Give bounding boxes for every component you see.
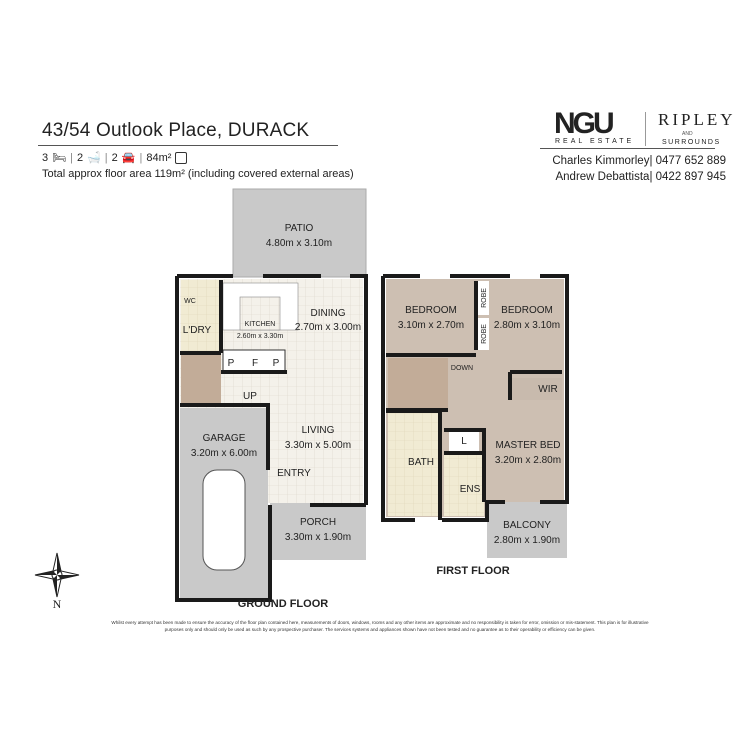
agent-phone[interactable]: 0477 652 889 bbox=[655, 155, 726, 167]
wet-area bbox=[181, 280, 221, 353]
room-label: WIR bbox=[538, 384, 557, 395]
ensuite-area bbox=[444, 455, 484, 516]
agent-name: Andrew Debattista bbox=[555, 171, 650, 183]
internal-area: 84m² bbox=[146, 151, 172, 164]
room-label: P bbox=[273, 358, 280, 369]
room-label: DINING bbox=[311, 308, 346, 319]
agent-phone[interactable]: 0422 897 945 bbox=[655, 171, 726, 183]
room-label: BATH bbox=[408, 457, 434, 468]
logo-main: NGU bbox=[554, 107, 615, 140]
partner-sub: SURROUNDS bbox=[662, 139, 721, 146]
room-label: KITCHEN bbox=[245, 321, 276, 328]
room-label: PORCH bbox=[300, 517, 336, 528]
agent-contact: Andrew Debattista| 0422 897 945 bbox=[555, 171, 726, 183]
car-icon: 🚘 bbox=[121, 152, 136, 164]
wir-area bbox=[512, 378, 562, 400]
partner-and: AND bbox=[682, 131, 693, 137]
walls bbox=[381, 274, 569, 522]
room-label: BEDROOM bbox=[501, 305, 553, 316]
car-spaces-count: 2 bbox=[111, 151, 118, 164]
walls bbox=[175, 274, 368, 602]
first-floor bbox=[381, 274, 569, 558]
north-label: N bbox=[53, 597, 62, 611]
room-label: P bbox=[228, 358, 235, 369]
balcony-area bbox=[487, 502, 567, 558]
porch-area bbox=[270, 503, 366, 560]
room-size: 2.60m x 3.30m bbox=[237, 333, 283, 340]
stairs-label: DOWN bbox=[451, 365, 473, 372]
property-address: 43/54 Outlook Place, DURACK bbox=[42, 120, 310, 141]
bed-icon: 🛏 bbox=[52, 152, 67, 164]
stairs bbox=[388, 358, 448, 410]
partner-name: RIPLEY bbox=[658, 110, 736, 129]
logo-sub: REAL ESTATE bbox=[555, 138, 635, 145]
disclaimer: Whilst every attempt has been made to en… bbox=[111, 620, 649, 632]
robe bbox=[476, 281, 489, 315]
patio-area bbox=[232, 188, 367, 278]
stairs-label: UP bbox=[243, 391, 257, 402]
divider bbox=[38, 145, 338, 146]
room-size: 2.80m x 1.90m bbox=[494, 535, 560, 546]
room-label: MASTER BED bbox=[495, 440, 560, 451]
room-size: 3.20m x 6.00m bbox=[191, 448, 257, 459]
logo-divider bbox=[645, 112, 646, 146]
room-label: F bbox=[252, 358, 258, 369]
room-label: ROBE bbox=[481, 324, 488, 344]
room-size: 2.70m x 3.00m bbox=[295, 322, 361, 333]
ground-floor bbox=[175, 188, 368, 602]
room-size: 4.80m x 3.10m bbox=[266, 238, 332, 249]
room-size: 3.30m x 5.00m bbox=[285, 440, 351, 451]
room-label: ROBE bbox=[481, 288, 488, 308]
bath-icon: 🛁 bbox=[87, 152, 101, 164]
room-label: ENS bbox=[460, 484, 481, 495]
linen bbox=[449, 430, 479, 452]
room-label: PATIO bbox=[285, 223, 314, 234]
bathrooms-count: 2 bbox=[76, 151, 84, 164]
floor-area-icon bbox=[175, 151, 188, 164]
room-label: GARAGE bbox=[203, 433, 246, 444]
room-label: WC bbox=[184, 298, 196, 305]
room-label: BALCONY bbox=[503, 520, 551, 531]
room-label: L bbox=[461, 436, 467, 447]
total-area: Total approx floor area 119m² (including… bbox=[42, 168, 354, 180]
compass-icon bbox=[34, 552, 80, 598]
room-size: 2.80m x 3.10m bbox=[494, 320, 560, 331]
room-label: BEDROOM bbox=[405, 305, 457, 316]
floor-label: GROUND FLOOR bbox=[238, 598, 328, 610]
room-label: LIVING bbox=[302, 425, 335, 436]
room-label: L'DRY bbox=[183, 325, 212, 336]
kitchen-island bbox=[239, 296, 281, 331]
agency-logo: NGU REAL ESTATE RIPLEY AND SURROUNDS bbox=[554, 107, 736, 150]
bath-area bbox=[388, 412, 440, 516]
room-size: 3.10m x 2.70m bbox=[398, 320, 464, 331]
stairs bbox=[181, 355, 221, 405]
room-size: 3.20m x 2.80m bbox=[495, 455, 561, 466]
robe bbox=[476, 318, 489, 350]
room-size: 3.30m x 1.90m bbox=[285, 532, 351, 543]
agent-contact: Charles Kimmorley| 0477 652 889 bbox=[552, 155, 726, 167]
floor-label: FIRST FLOOR bbox=[436, 565, 509, 577]
room-label: ENTRY bbox=[277, 468, 311, 479]
bedrooms-count: 3 bbox=[42, 151, 49, 164]
car-icon bbox=[202, 469, 246, 571]
divider bbox=[540, 148, 715, 149]
agent-name: Charles Kimmorley bbox=[552, 155, 650, 167]
property-stats: 3 🛏| 2 🛁| 2 🚘| 84m² bbox=[42, 151, 188, 164]
